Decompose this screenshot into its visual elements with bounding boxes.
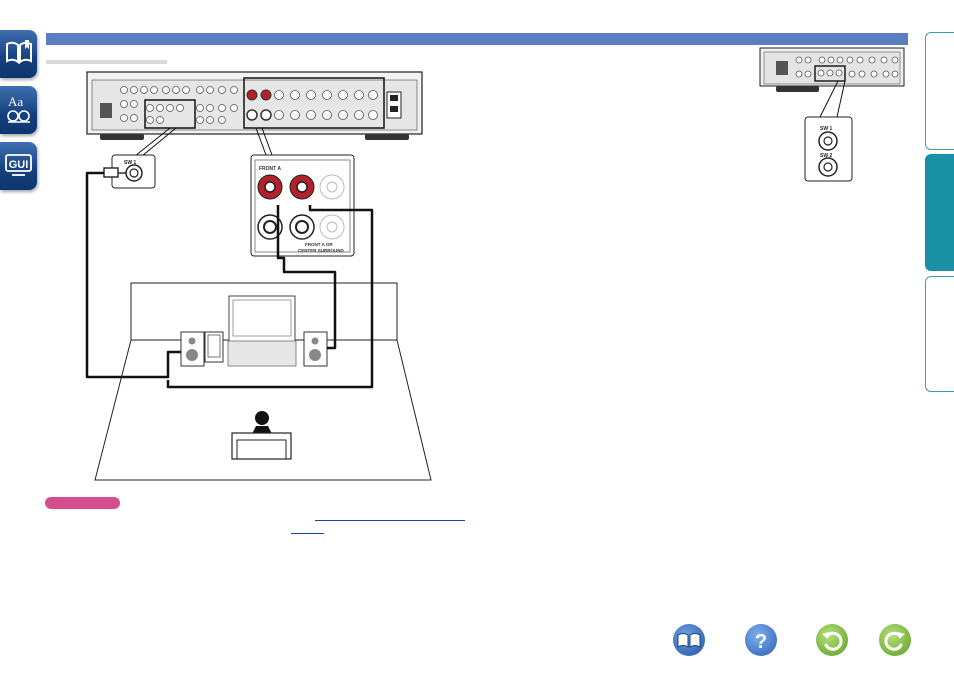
front-a-callout: FRONT A R L FRONT A OR CENTER SURROUND: [250, 154, 355, 257]
sw1-label: SW 1: [124, 160, 136, 166]
front-a-label: FRONT A: [259, 166, 281, 172]
help-glyph: ?: [755, 631, 767, 653]
front-a-or-label: FRONT A OR: [305, 242, 333, 247]
forward-icon: [884, 631, 905, 651]
inset-sw2-label: SW 2: [820, 153, 832, 159]
contents-icon: [6, 40, 32, 65]
chapter-tab-3[interactable]: [925, 276, 954, 392]
sw1-callout: SW 1: [103, 154, 156, 189]
contents-button[interactable]: [0, 30, 37, 78]
gui-icon: GUI: [5, 154, 32, 176]
help-button[interactable]: ?: [745, 624, 777, 656]
help-icon: ?: [755, 631, 767, 653]
gui-label: GUI: [9, 159, 29, 171]
inset-sw1-label: SW 1: [820, 126, 832, 132]
sub-heading-line: [46, 60, 167, 64]
listening-room: [94, 282, 432, 481]
note-marker: [45, 497, 120, 509]
manual-button[interactable]: [673, 624, 705, 656]
receiver-rear-panel: [86, 71, 423, 140]
forward-button[interactable]: [879, 624, 911, 656]
index-button[interactable]: Aa: [0, 86, 37, 134]
receiver-detail-inset: SW 1 SW 2: [759, 47, 905, 182]
reference-link-2[interactable]: [291, 533, 324, 534]
manual-icon: [677, 633, 701, 648]
section-header-bar: [46, 33, 908, 45]
chapter-tab-1[interactable]: [925, 32, 954, 150]
chapter-tab-2-active[interactable]: [925, 154, 954, 271]
speaker-cables: [85, 171, 374, 389]
index-icon: Aa: [7, 94, 30, 123]
center-surround-label: CENTER SURROUND: [298, 248, 345, 253]
reference-link-1[interactable]: [315, 520, 465, 521]
index-glyph: Aa: [8, 94, 23, 109]
gui-button[interactable]: GUI: [0, 142, 37, 190]
back-icon: [822, 631, 843, 651]
back-button[interactable]: [816, 624, 848, 656]
